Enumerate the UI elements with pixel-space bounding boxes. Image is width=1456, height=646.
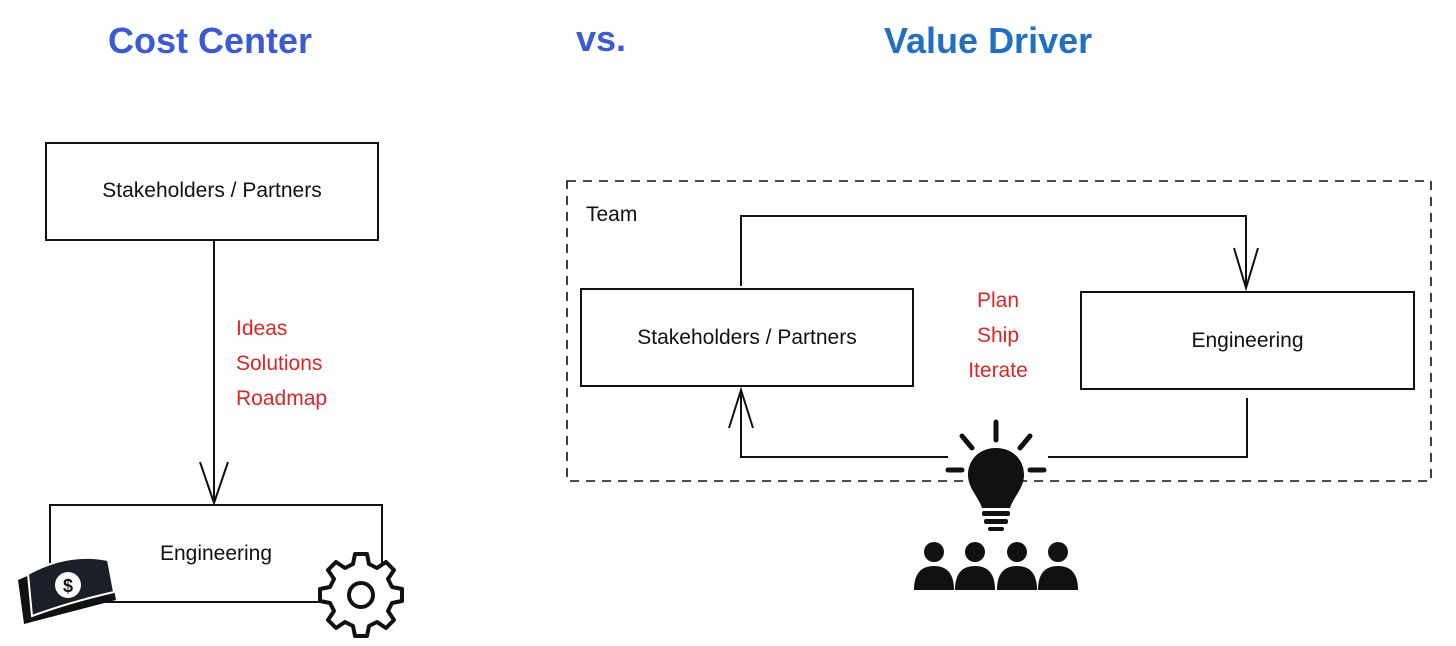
- left-arrow-head: [199, 461, 229, 507]
- label-iterate: Iterate: [968, 359, 1028, 382]
- label-plan: Plan: [976, 289, 1020, 312]
- right-right-box-label: Engineering: [1191, 329, 1304, 352]
- svg-text:$: $: [63, 576, 73, 596]
- loop-arrow-bottom-head: [728, 386, 754, 429]
- label-roadmap: Roadmap: [236, 387, 328, 410]
- left-bottom-box-label: Engineering: [159, 542, 273, 565]
- label-solutions: Solutions: [236, 352, 323, 375]
- heading-vs: vs.: [576, 18, 627, 59]
- heading-cost-center: Cost Center: [108, 20, 313, 61]
- right-left-box-label: Stakeholders / Partners: [637, 326, 857, 349]
- loop-labels: Plan Ship Iterate: [948, 283, 1048, 388]
- team-label: Team: [586, 203, 638, 226]
- left-top-box: [45, 142, 379, 241]
- right-left-box: [580, 288, 914, 387]
- lightbulb-icon: [945, 419, 1048, 531]
- label-ship: Ship: [976, 324, 1020, 347]
- loop-arrow-top: [740, 215, 1247, 286]
- team-container: [566, 180, 1432, 482]
- heading-value-driver: Value Driver: [884, 20, 1093, 61]
- left-top-box-label: Stakeholders / Partners: [102, 179, 322, 202]
- gear-icon: [318, 552, 404, 638]
- money-icon: $: [18, 556, 116, 624]
- left-bottom-box: [49, 504, 383, 603]
- label-ideas: Ideas: [236, 317, 288, 340]
- right-right-box: [1080, 291, 1415, 390]
- left-arrow-labels: Ideas Solutions Roadmap: [236, 311, 327, 416]
- loop-arrow-top-head: [1233, 247, 1259, 292]
- people-icon: [914, 542, 1078, 590]
